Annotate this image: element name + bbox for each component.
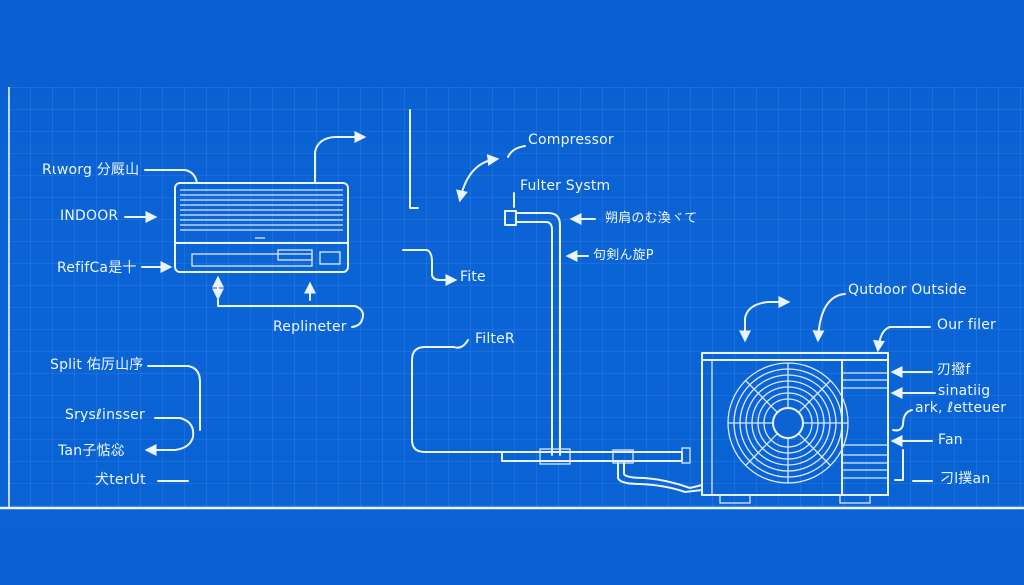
label-cjk-4: 刁l撲an	[940, 471, 991, 487]
label-refifca: RefifCa是十	[57, 260, 137, 276]
label-cjk-1: 朔肩のむ渙ヾて	[605, 211, 698, 226]
grid	[8, 87, 1024, 508]
label-rworg: Rιwοrg 分厩山	[42, 162, 140, 178]
label-tan: Tan子惦惢	[58, 443, 125, 459]
label-split: Split 佑厉山序	[50, 357, 144, 373]
label-replineter: Replineter	[273, 319, 347, 335]
label-fite: Fite	[460, 269, 486, 285]
label-filter: FilteR	[475, 331, 515, 347]
label-outdoor-outside: Qutdoor Outside	[848, 282, 967, 298]
label-ark-letteuer: ark, ℓetteuer	[915, 400, 1007, 416]
label-terut: 犬terUt	[95, 472, 146, 488]
outdoor-unit	[701, 352, 889, 504]
label-compressor: Compressor	[528, 132, 614, 148]
label-filter-system: Fulter Systm	[520, 178, 611, 194]
label-cjk-2: 句剣ん旋P	[593, 248, 654, 263]
indoor-unit	[174, 182, 349, 273]
label-indoor: INDOOR	[60, 208, 119, 224]
label-sinatiig: sinatiig	[938, 383, 991, 399]
label-cjk-3: 刃撥f	[937, 362, 971, 378]
label-fan: Fan	[938, 432, 963, 448]
label-srysinsser: Srysℓinsser	[65, 407, 145, 423]
label-our-filer: Our filer	[937, 317, 996, 333]
